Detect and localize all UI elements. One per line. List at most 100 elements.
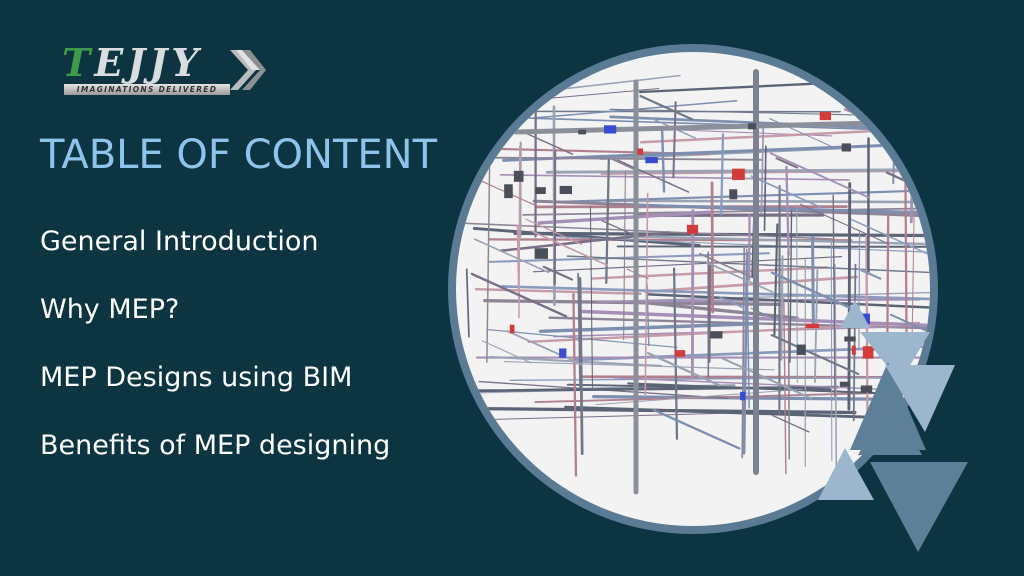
pipe-segment — [850, 218, 930, 256]
pipe-segment — [522, 207, 930, 216]
toc-item-benefits-mep: Benefits of MEP designing — [40, 430, 391, 461]
toc-item-why-mep: Why MEP? — [40, 294, 180, 325]
pipe-segment — [499, 174, 850, 181]
pipe-fitting — [740, 391, 746, 401]
pipe-segment — [858, 230, 861, 351]
pipe-fitting — [578, 129, 587, 135]
pipe-segment — [796, 204, 798, 384]
pipe-segment — [631, 203, 930, 215]
pipe-segment — [470, 412, 754, 421]
pipe-fitting — [841, 143, 852, 152]
pipe-segment — [610, 157, 635, 170]
pipe-segment — [717, 295, 745, 309]
pipe-segment — [909, 108, 916, 224]
pipe-segment — [742, 251, 749, 455]
pipe-segment — [532, 256, 843, 273]
pipe-segment — [473, 238, 550, 274]
pipe-segment — [769, 152, 870, 199]
triangle-up-bottom — [818, 448, 874, 500]
pipe-segment — [500, 231, 671, 252]
pipe-fitting — [645, 157, 658, 164]
pipe-segment — [847, 182, 852, 411]
triangle-down-large — [885, 365, 955, 432]
triangle-up-small — [840, 300, 870, 328]
pipe-segment — [643, 275, 858, 294]
mep-model-image — [456, 52, 930, 526]
pipe-fitting — [747, 123, 757, 130]
pipe-fitting — [819, 112, 832, 121]
toc-list: General Introduction Why MEP? MEP Design… — [40, 220, 390, 492]
pipe-fitting — [796, 344, 806, 355]
toc-item-mep-designs-bim: MEP Designs using BIM — [40, 362, 353, 393]
pipe-segment — [459, 222, 833, 240]
pipe-fitting — [604, 125, 617, 134]
pipe-segment — [672, 101, 677, 179]
pipe-fitting — [535, 187, 546, 194]
pipe-segment — [763, 145, 767, 232]
pipe-fitting — [686, 224, 699, 234]
pipe-segment — [721, 357, 813, 400]
pipe-segment — [652, 408, 741, 450]
pipe-segment — [720, 133, 725, 216]
triangle-down-small — [860, 332, 930, 382]
pipe-fitting — [862, 346, 874, 359]
pipe-fitting — [860, 385, 873, 393]
logo-tagline: IMAGINATIONS DELIVERED — [64, 84, 230, 95]
pipe-fitting — [504, 184, 513, 199]
pipe-fitting — [805, 323, 820, 329]
pipe-segment — [616, 159, 690, 193]
pipe-segment — [578, 276, 584, 455]
triangle-down-bottom — [870, 462, 968, 552]
pipe-segment — [647, 352, 721, 387]
pipe-segment — [789, 210, 793, 363]
pipe-segment — [760, 121, 765, 215]
logo-wordmark-rest: EJJY — [94, 40, 203, 85]
pipe-segment — [605, 158, 610, 284]
pipe-segment — [537, 210, 711, 225]
pipe-segment — [780, 255, 784, 361]
pipe-segment — [900, 110, 930, 126]
pipe-segment — [481, 340, 532, 364]
pipe-segment — [858, 268, 882, 280]
pipe-segment — [915, 142, 930, 150]
pipe-segment — [530, 230, 608, 266]
pipe-segment — [699, 252, 752, 278]
pipe-segment — [542, 265, 573, 281]
pipe-segment — [811, 235, 815, 326]
pipe-segment — [638, 79, 884, 94]
pipe-segment — [564, 405, 906, 420]
pipe-segment — [639, 94, 694, 121]
pipe-segment — [465, 268, 470, 338]
pipe-segment — [892, 115, 897, 185]
pipe-segment — [770, 334, 860, 376]
pipe-segment — [775, 157, 799, 169]
pipe-fitting — [729, 189, 738, 200]
pipe-segment — [605, 199, 930, 204]
triangle-up-small-2 — [858, 398, 922, 455]
pipe-segment — [486, 158, 491, 363]
pipe-segment — [741, 245, 746, 459]
pipe-segment — [609, 108, 930, 118]
pipe-fitting — [637, 148, 644, 155]
pipe-segment — [469, 118, 500, 133]
pipe-segment — [625, 234, 930, 246]
mep-model-image-frame — [448, 44, 938, 534]
tejjy-logo: TEJJY IMAGINATIONS DELIVERED — [60, 42, 266, 100]
pipe-fitting — [839, 381, 851, 387]
pipe-fitting — [559, 348, 567, 358]
pipe-fitting — [559, 185, 573, 195]
pipe-segment — [787, 251, 791, 460]
pipe-segment — [911, 209, 915, 353]
pipe-segment — [472, 226, 701, 247]
pipe-segment — [595, 388, 803, 406]
pipe-segment — [506, 330, 583, 366]
pipe-segment — [785, 165, 790, 256]
pipe-segment — [647, 293, 930, 309]
pipe-segment — [710, 181, 714, 314]
pipe-fitting — [844, 336, 856, 342]
pipe-fitting — [509, 324, 515, 334]
pipe-segment — [623, 170, 626, 341]
pipe-segment — [750, 175, 822, 209]
pipe-segment — [519, 129, 574, 155]
pipe-segment — [704, 260, 774, 293]
